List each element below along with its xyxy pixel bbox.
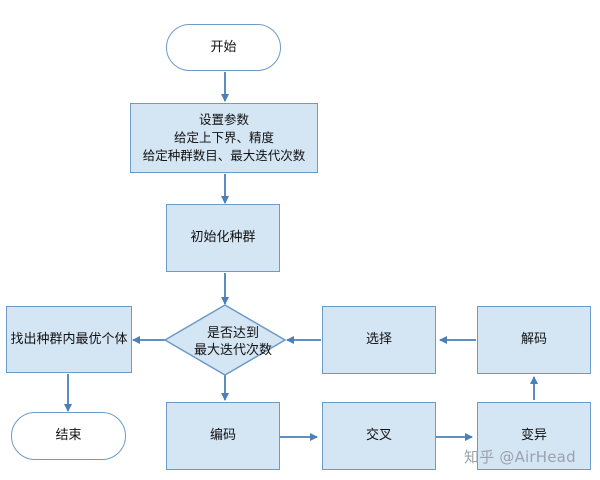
end-node: 结束 [11, 412, 126, 460]
init-population-node: 初始化种群 [166, 204, 280, 272]
watermark-text: 知乎 @AirHead [464, 448, 576, 466]
end-label: 结束 [55, 428, 82, 443]
setup-line-3: 给定种群数目、最大迭代次数 [142, 148, 306, 163]
find-best-node: 找出种群内最优个体 [6, 306, 132, 373]
selection-label: 选择 [365, 332, 392, 347]
init-label: 初始化种群 [190, 230, 256, 245]
setup-line-2: 给定上下界、精度 [173, 130, 274, 145]
crossover-label: 交叉 [365, 428, 392, 443]
mutation-label: 变异 [520, 428, 547, 443]
find-best-label: 找出种群内最优个体 [10, 331, 128, 347]
crossover-node: 交叉 [322, 402, 436, 470]
decode-node: 解码 [477, 306, 591, 374]
start-node: 开始 [166, 24, 281, 71]
encode-label: 编码 [209, 428, 236, 443]
decode-label: 解码 [520, 332, 547, 347]
selection-node: 选择 [322, 306, 436, 374]
start-label: 开始 [210, 39, 237, 55]
decision-diamond [163, 304, 287, 376]
mutation-node: 变异 [477, 402, 591, 470]
encode-node: 编码 [166, 402, 280, 470]
setup-parameters-node: 设置参数 给定上下界、精度 给定种群数目、最大迭代次数 [130, 103, 318, 173]
decision-line-1: 是否达到 [206, 326, 259, 341]
decision-line-2: 最大迭代次数 [193, 343, 272, 358]
setup-line-1: 设置参数 [198, 112, 249, 127]
decision-label: 是否达到 最大迭代次数 [178, 325, 288, 359]
